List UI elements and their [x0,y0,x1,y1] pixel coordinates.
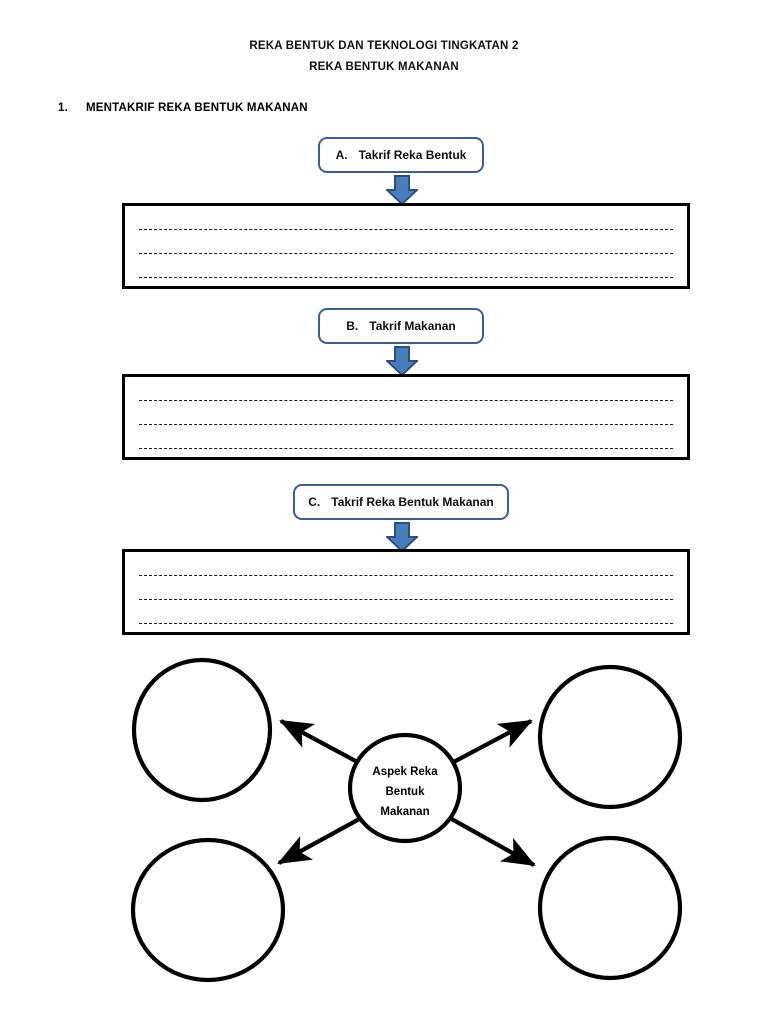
answer-box-c-rules [139,552,673,632]
label-box-c-text: Takrif Reka Bentuk Makanan [331,495,494,509]
writing-line [139,424,673,425]
header-title-line-2: REKA BENTUK MAKANAN [309,61,459,73]
label-box-c[interactable]: C. Takrif Reka Bentuk Makanan [293,484,509,520]
answer-circle-top-right [537,664,683,810]
section-number: 1. [58,102,68,114]
connector-arrow-bottom-right [446,815,536,867]
section-title: MENTAKRIF REKA BENTUK MAKANAN [86,102,308,114]
label-box-b-text: Takrif Makanan [369,319,456,333]
label-box-b[interactable]: B. Takrif Makanan [318,308,484,344]
writing-line [139,229,673,230]
connector-arrow-top-left [279,719,364,767]
writing-line [139,599,673,600]
answer-circle-bottom-left [130,837,286,983]
writing-line [139,448,673,449]
writing-line [139,575,673,576]
writing-line [139,623,673,624]
label-box-a[interactable]: A. Takrif Reka Bentuk [318,137,484,173]
section-heading: 1. MENTAKRIF REKA BENTUK MAKANAN [58,102,308,114]
down-arrow-b [384,346,420,377]
writing-line [139,277,673,278]
answer-box-b[interactable] [122,374,690,460]
label-box-a-text: Takrif Reka Bentuk [358,148,467,162]
answer-circle-top-left [131,657,273,803]
connector-arrow-bottom-left [277,815,365,865]
answer-box-c[interactable] [122,549,690,635]
answer-box-a[interactable] [122,203,690,289]
down-arrow-c [384,522,420,553]
answer-box-a-rules [139,206,673,286]
center-bubble-line-3: Makanan [380,806,429,818]
center-bubble [347,732,463,844]
label-box-b-letter: B. [346,319,359,333]
writing-line [139,400,673,401]
document-header: REKA BENTUK DAN TEKNOLOGI TINGKATAN 2 RE… [0,36,768,78]
writing-line [139,253,673,254]
label-box-c-letter: C. [308,495,321,509]
header-title-line-1: REKA BENTUK DAN TEKNOLOGI TINGKATAN 2 [249,40,519,52]
answer-circle-bottom-right [537,835,683,981]
aspek-bubble-diagram: Aspek Reka Bentuk Makanan [0,645,768,1005]
label-box-a-letter: A. [335,148,348,162]
center-bubble-line-2: Bentuk [386,786,426,798]
answer-box-b-rules [139,377,673,457]
center-bubble-line-1: Aspek Reka [372,766,438,778]
connector-arrow-top-right [447,719,533,767]
down-arrow-a [384,175,420,206]
